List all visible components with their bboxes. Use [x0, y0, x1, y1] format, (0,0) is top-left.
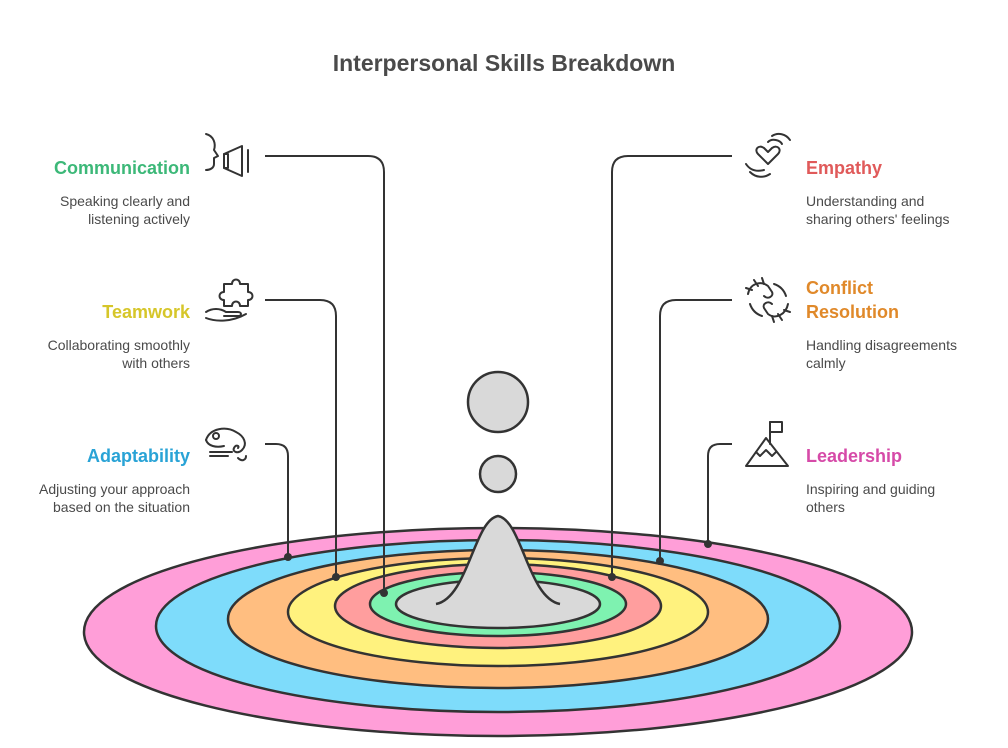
water-splash	[435, 514, 561, 606]
connector-leadership	[707, 443, 732, 544]
connector-dot-conflict-resolution	[656, 557, 664, 565]
skill-desc-empathy: Understanding and sharing others' feelin…	[806, 193, 950, 227]
megaphone-speaker-icon	[202, 130, 254, 182]
skill-title-conflict-resolution: Conflict Resolution	[806, 278, 899, 322]
mountain-flag-icon	[742, 418, 794, 470]
connector-dot-teamwork	[332, 573, 340, 581]
skill-title-teamwork: Teamwork	[102, 302, 190, 322]
connector-dot-communication	[380, 589, 388, 597]
connector-teamwork	[265, 299, 337, 577]
skill-title-empathy: Empathy	[806, 158, 883, 178]
connector-dot-leadership	[704, 540, 712, 548]
connector-empathy	[611, 155, 732, 577]
clashing-hands-icon	[742, 274, 794, 326]
skill-desc-adaptability: Adjusting your approach based on the sit…	[39, 481, 190, 515]
droplet-small	[478, 454, 518, 494]
skill-desc-communication: Speaking clearly and listening actively	[60, 193, 190, 227]
skill-title-adaptability: Adaptability	[86, 446, 190, 466]
skill-desc-leadership: Inspiring and guiding others	[806, 481, 936, 515]
page-title: Interpersonal Skills Breakdown	[332, 50, 676, 76]
hands-heart-icon	[742, 130, 794, 182]
connector-dot-adaptability	[284, 553, 292, 561]
skill-desc-teamwork: Collaborating smoothly with others	[47, 337, 190, 371]
connector-conflict-resolution	[659, 299, 732, 561]
connector-dot-empathy	[608, 573, 616, 581]
puzzle-hand-icon	[202, 274, 254, 326]
droplet-large	[466, 370, 530, 434]
chameleon-icon	[202, 418, 254, 470]
skill-desc-conflict-resolution: Handling disagreements calmly	[806, 337, 957, 371]
connector-communication	[265, 155, 385, 593]
connector-adaptability	[265, 443, 289, 557]
skill-title-leadership: Leadership	[806, 446, 903, 466]
skill-title-communication: Communication	[53, 158, 190, 178]
